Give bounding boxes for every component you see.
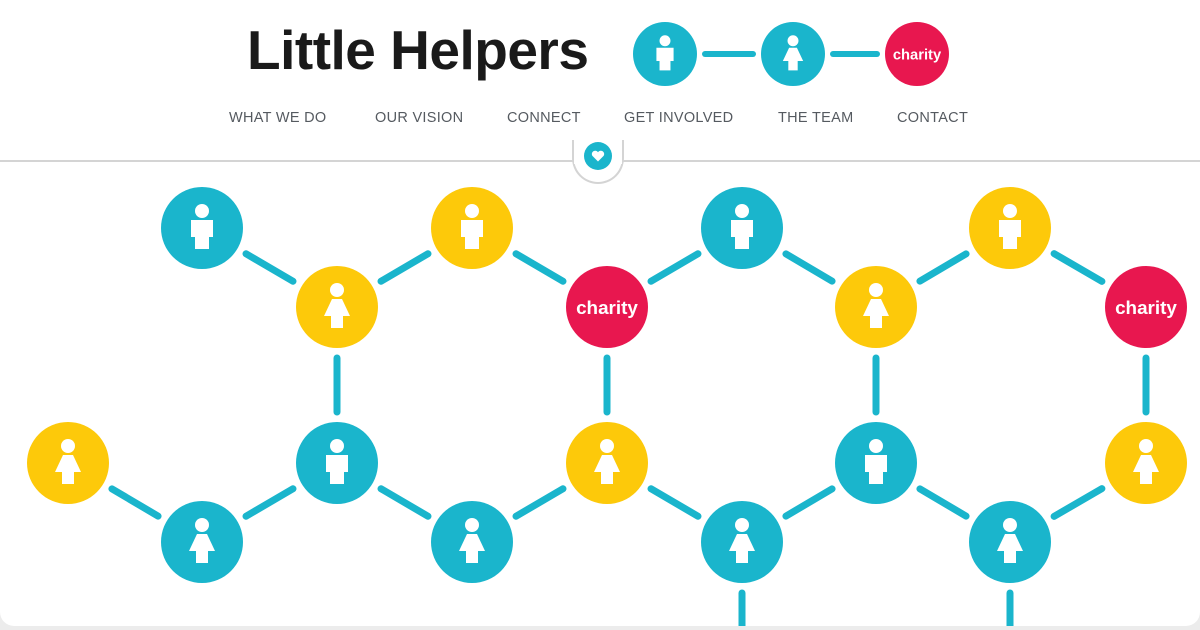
heart-badge-button[interactable] [584,142,612,170]
female-helper-node-icon [161,501,243,583]
nav-contact[interactable]: CONTACT [897,110,969,126]
male-helper-node-icon [296,422,378,504]
female-helper-node-icon [701,501,783,583]
nav-our-vision[interactable]: OUR VISION [375,110,464,126]
heart-icon [591,150,605,162]
charity-label: charity [893,47,942,63]
male-helper-node-icon [701,187,783,269]
nav-what-we-do[interactable]: WHAT WE DO [229,110,327,126]
male-helper-node-icon [161,187,243,269]
network-edges [108,250,1150,626]
female-helper-node-icon [969,501,1051,583]
charity-node-icon: charity [566,266,648,348]
logo-female-icon [761,22,825,86]
female-helper-node-icon [431,501,513,583]
brand-header: Little Helpers [247,14,589,94]
charity-node-icon: charity [1105,266,1187,348]
main-nav: WHAT WE DO OUR VISION CONNECT GET INVOLV… [0,110,1200,130]
logo-network-icon: charity [633,22,949,86]
female-helper-node-icon [835,266,917,348]
male-helper-node-icon [431,187,513,269]
logo-male-icon [633,22,697,86]
nav-connect[interactable]: CONNECT [507,110,581,126]
female-helper-node-icon [1105,422,1187,504]
charity-label: charity [1115,297,1177,318]
female-helper-node-icon [27,422,109,504]
nav-the-team[interactable]: THE TEAM [778,110,854,126]
male-helper-node-icon [969,187,1051,269]
male-helper-node-icon [835,422,917,504]
site-title[interactable]: Little Helpers [247,18,589,81]
nav-get-involved[interactable]: GET INVOLVED [624,110,734,126]
female-helper-node-icon [296,266,378,348]
female-helper-node-icon [566,422,648,504]
charity-label: charity [576,297,638,318]
logo-charity-icon: charity [885,22,949,86]
